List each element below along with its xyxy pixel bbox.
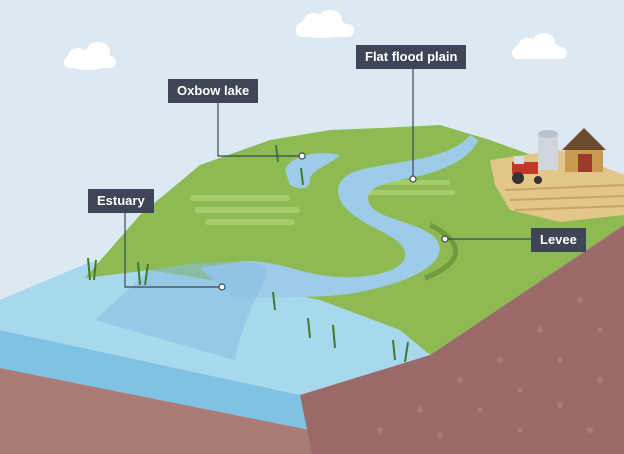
- river: [200, 135, 478, 300]
- barn: [562, 128, 606, 172]
- levee-ridge: [424, 222, 459, 281]
- flood-plain-land: [85, 125, 624, 355]
- cloud: [296, 10, 354, 38]
- leader-lines: [124, 68, 531, 288]
- tractor: [512, 156, 542, 184]
- leader-dots: [218, 152, 449, 291]
- oxbow-lake: [285, 153, 340, 189]
- sea-front-face: [0, 330, 310, 430]
- levee-label: Levee: [531, 228, 586, 252]
- silo: [538, 130, 558, 170]
- oxbow-lake-label: Oxbow lake: [168, 79, 259, 103]
- seabed-front-face: [0, 368, 312, 454]
- rock-side-face: [300, 225, 624, 454]
- flood-plain-label: Flat flood plain: [356, 45, 467, 69]
- cloud: [64, 42, 116, 70]
- estuary-label: Estuary: [88, 189, 154, 213]
- reeds: [87, 144, 409, 363]
- cloud: [512, 33, 567, 59]
- rock-texture: [377, 297, 603, 438]
- farmland-rows: [504, 184, 624, 211]
